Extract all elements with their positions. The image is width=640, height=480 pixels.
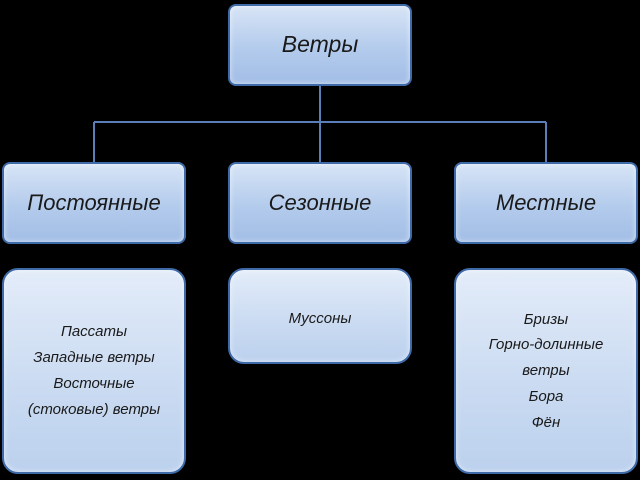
list-item: Фён: [531, 413, 561, 431]
category-node-local: Местные: [454, 162, 638, 244]
list-item: Западные ветры: [33, 349, 155, 367]
category-label-local: Местные: [495, 189, 597, 215]
root-node-winds: Ветры: [228, 4, 412, 86]
category-node-seasonal: Сезонные: [228, 162, 412, 244]
category-label-permanent: Постоянные: [27, 189, 161, 215]
list-item: Горно-долинные: [488, 336, 604, 354]
list-item: ветры: [522, 362, 570, 380]
list-item: Восточные: [53, 375, 135, 392]
list-item: Бризы: [523, 310, 569, 328]
list-item: Бора: [528, 387, 564, 405]
list-item: Муссоны: [288, 310, 352, 327]
category-label-seasonal: Сезонные: [268, 189, 372, 215]
list-item: Пассаты: [60, 323, 128, 341]
list-item: (стоковые) ветры: [27, 400, 161, 418]
root-node-label: Ветры: [281, 31, 359, 58]
items-box-local: Бризы Горно-долинные ветры Бора Фён: [454, 268, 638, 474]
category-node-permanent: Постоянные: [2, 162, 186, 244]
items-box-permanent: Пассаты Западные ветры Восточные (стоков…: [2, 268, 186, 474]
items-box-seasonal: Муссоны: [228, 268, 412, 364]
